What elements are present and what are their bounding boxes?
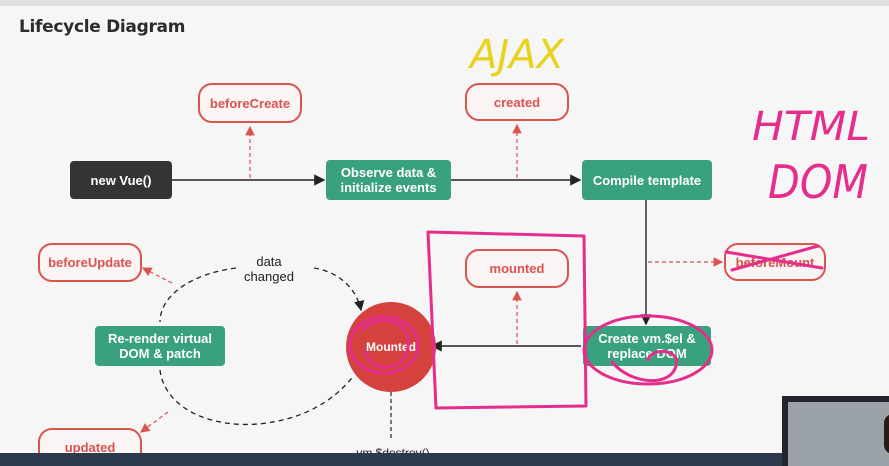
create-step-scribble xyxy=(610,350,679,382)
before-mount-strikeout xyxy=(724,244,824,272)
ajax-label: AJAX xyxy=(467,32,566,78)
before-update-hook: beforeUpdate xyxy=(38,243,142,282)
new-vue-step: new Vue() xyxy=(70,161,172,199)
data-changed-label: data changed xyxy=(244,254,294,284)
rerender-step: Re-render virtual DOM & patch xyxy=(95,326,225,366)
observe-data-step: Observe data & initialize events xyxy=(326,160,451,200)
diagram-title: Lifecycle Diagram xyxy=(19,17,186,37)
presenter-avatar xyxy=(884,414,889,454)
created-hook: created xyxy=(465,83,569,121)
before-create-hook: beforeCreate xyxy=(198,83,302,123)
create-step-circle xyxy=(582,314,714,386)
mounted-circle-scribble xyxy=(348,315,420,375)
dom-label: DOM xyxy=(768,155,868,209)
hook-arrow-updated xyxy=(140,411,169,433)
compile-template-step: Compile template xyxy=(582,160,712,200)
bottom-bar xyxy=(0,453,889,466)
html-dom-annotation: HTML DOM xyxy=(752,104,870,209)
html-label: HTML xyxy=(752,104,870,150)
loop-bottom xyxy=(159,369,353,426)
hook-arrow-before-update xyxy=(141,267,173,284)
top-bar xyxy=(0,0,889,6)
create-vm-el-step: Create vm.$el & replace DOM xyxy=(583,326,711,366)
mounted-circle-scribble-2 xyxy=(360,318,410,369)
mounted-hook: mounted xyxy=(465,249,569,288)
mounted-highlight-rect xyxy=(426,230,588,410)
loop-top-left xyxy=(159,267,237,323)
webcam-video xyxy=(788,402,889,466)
ajax-annotation: AJAX xyxy=(467,32,566,78)
webcam-overlay xyxy=(782,396,889,466)
